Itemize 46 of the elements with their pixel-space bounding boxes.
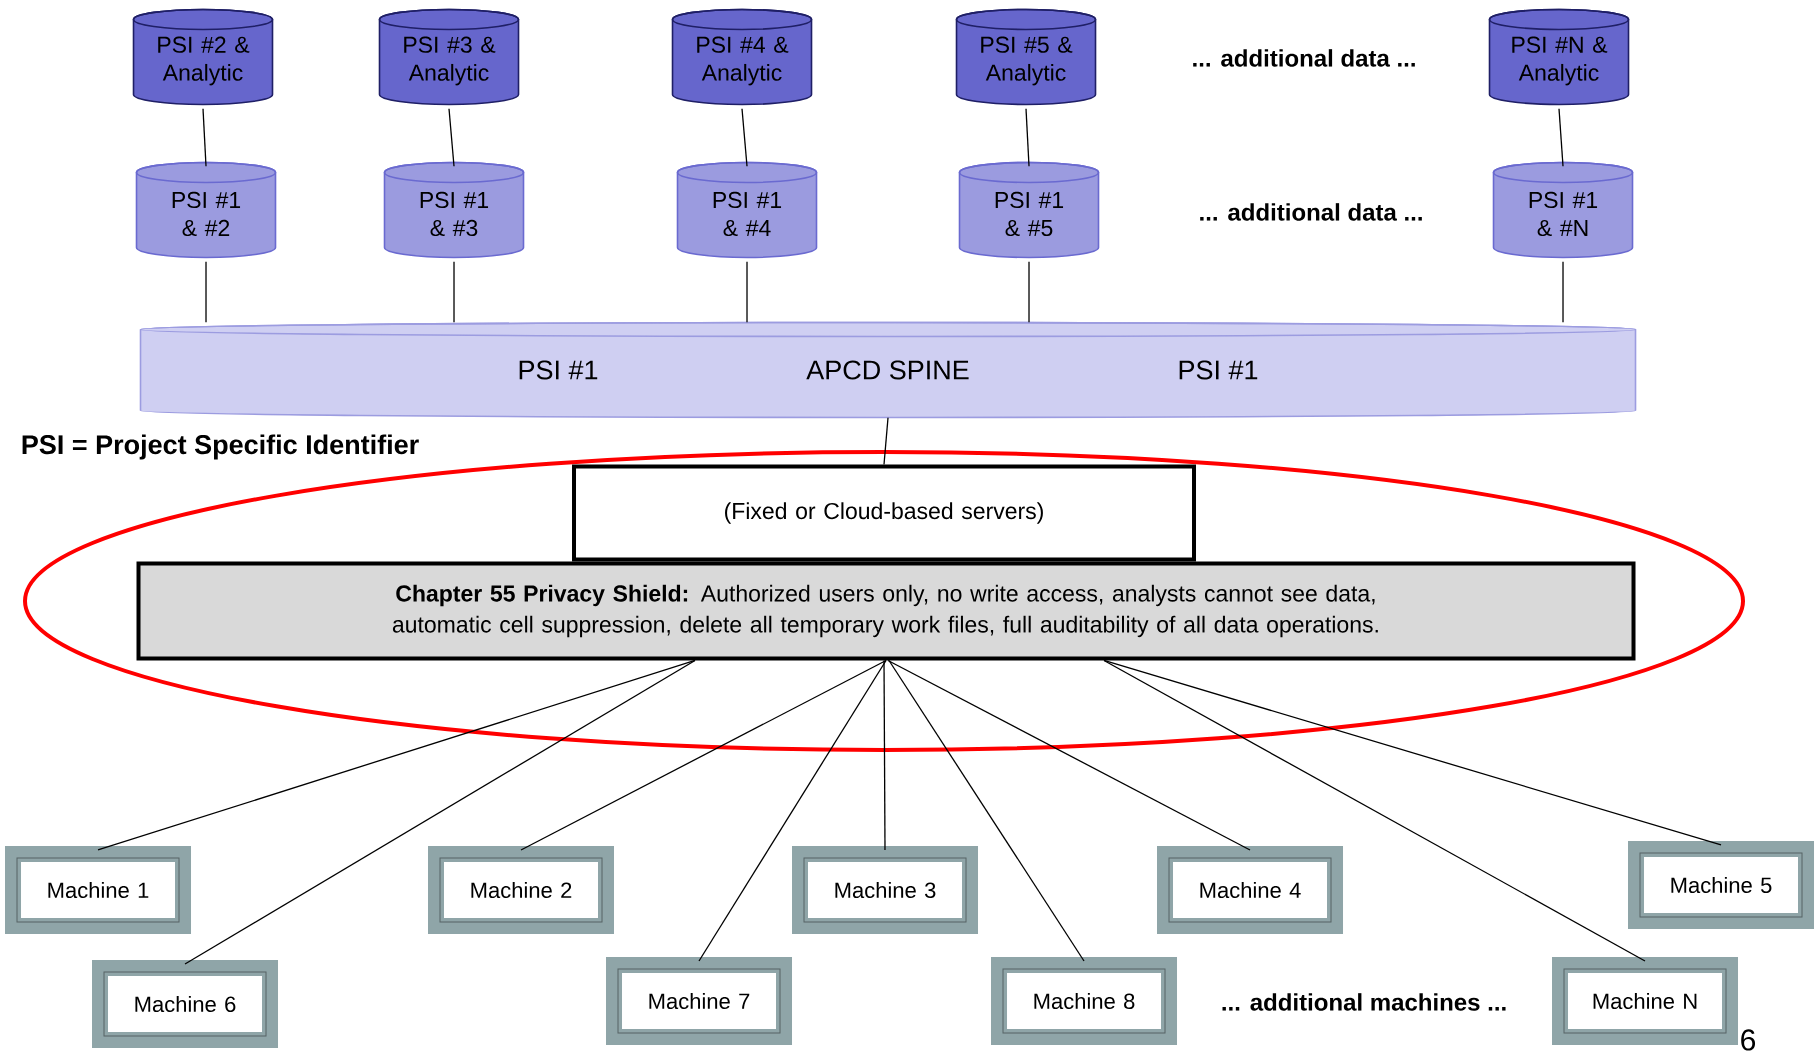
spine-cylinder: PSI #1 APCD SPINE PSI #1 [139, 321, 1637, 419]
connector-line [453, 261, 455, 323]
connector-line [97, 659, 696, 851]
connector-line [1103, 659, 1722, 846]
server-box: (Fixed or Cloud-based servers) [572, 464, 1196, 562]
database-cylinder: PSI #1 & #N [1492, 161, 1634, 259]
database-cylinder: PSI #N & Analytic [1488, 8, 1630, 106]
machine-box: Machine 6 [92, 960, 278, 1048]
database-cylinder: PSI #1 & #2 [135, 161, 277, 259]
page-number: 6 [1741, 1029, 1756, 1051]
database-cylinder: PSI #1 & #5 [958, 161, 1100, 259]
connector-line [888, 659, 1085, 962]
machine-box: Machine 7 [606, 957, 792, 1045]
note-text: ... additional data ... [1200, 203, 1422, 221]
connector-line [883, 659, 886, 851]
note-text: ... additional data ... [1193, 49, 1415, 67]
connector-line [887, 659, 1251, 851]
definition-note: PSI = Project Specific Identifier [22, 434, 419, 460]
connector-line [1562, 261, 1564, 323]
privacy-shield-box: Chapter 55 Privacy Shield: Authorized users only, no write access, analysts cannot see data, automatic cell suppression, delete all temporary work files, full auditability of all data operations. [136, 561, 1636, 661]
connector-line [746, 261, 748, 323]
machine-box: Machine 5 [1628, 841, 1814, 929]
connector-line [883, 417, 889, 466]
connector-line [448, 108, 455, 167]
connector-line [202, 108, 207, 167]
connector-line [1103, 659, 1646, 962]
database-cylinder: PSI #3 & Analytic [378, 8, 520, 106]
connector-line [205, 261, 207, 323]
database-cylinder: PSI #4 & Analytic [671, 8, 813, 106]
machine-box: Machine 4 [1157, 846, 1343, 934]
note-text: ... additional machines ... [1222, 993, 1506, 1011]
machine-box: Machine 8 [991, 957, 1177, 1045]
machine-box: Machine 2 [428, 846, 614, 934]
connector-line [1558, 108, 1564, 167]
machine-box: Machine 1 [5, 846, 191, 934]
machine-box: Machine N [1552, 957, 1738, 1045]
connector-line [1028, 261, 1030, 323]
database-cylinder: PSI #2 & Analytic [132, 8, 274, 106]
connector-line [184, 659, 696, 965]
connector-line [741, 108, 748, 167]
database-cylinder: PSI #1 & #4 [676, 161, 818, 259]
database-cylinder: PSI #1 & #3 [383, 161, 525, 259]
connector-line [1025, 108, 1030, 167]
machine-box: Machine 3 [792, 846, 978, 934]
database-cylinder: PSI #5 & Analytic [955, 8, 1097, 106]
connector-line [698, 659, 887, 962]
